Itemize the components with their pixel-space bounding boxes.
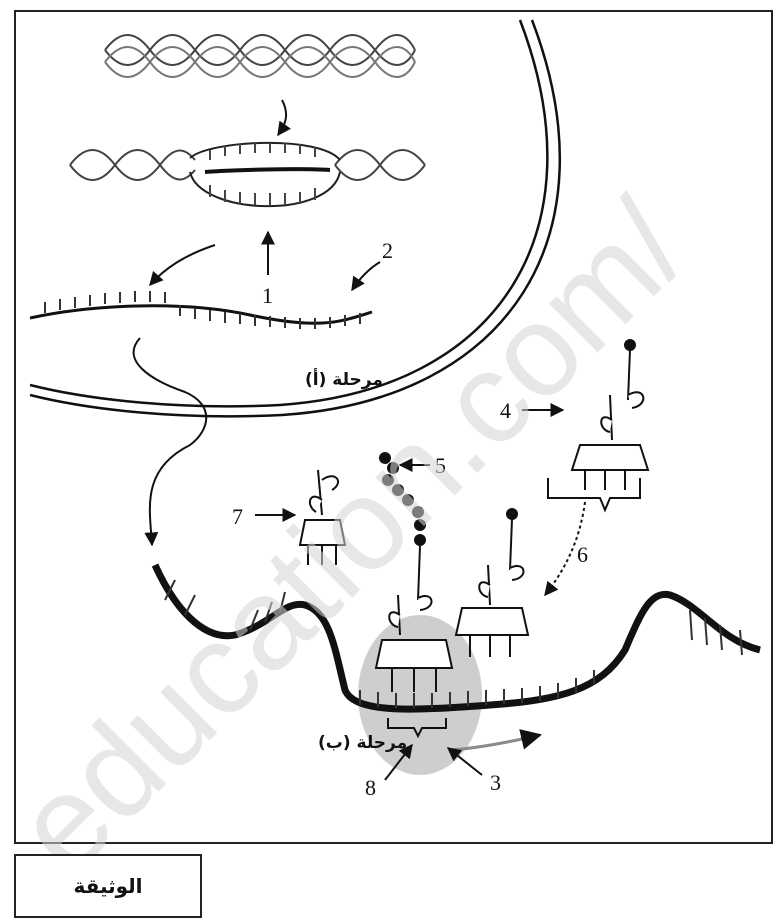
bracket-6 xyxy=(548,478,640,510)
mrna-strand-nucleus xyxy=(30,306,372,324)
arrow-to-mrna xyxy=(150,245,215,285)
dna-transcription-bubble xyxy=(70,143,425,206)
protein-synthesis-diagram: 1 2 مرحلة (أ) 7 xyxy=(0,0,773,850)
stage-b-label: مرحلة (ب) xyxy=(318,733,407,753)
dna-double-helix xyxy=(105,35,415,77)
trna-entering xyxy=(456,509,528,657)
arrow-label-2 xyxy=(352,262,380,290)
label-5: 5 xyxy=(435,453,446,478)
document-caption-box: الوثيقة xyxy=(14,854,202,918)
document-caption: الوثيقة xyxy=(73,874,142,898)
label-2: 2 xyxy=(382,238,393,263)
trna-charged-4 xyxy=(572,340,648,490)
bubble-bases xyxy=(210,143,315,205)
polypeptide-chain xyxy=(379,452,426,546)
label-8: 8 xyxy=(365,775,376,800)
label-3: 3 xyxy=(490,770,501,795)
mrna-export-path xyxy=(134,338,207,545)
label-1: 1 xyxy=(262,283,273,308)
label-7: 7 xyxy=(232,504,243,529)
stage-a-label: مرحلة (أ) xyxy=(305,368,383,390)
label-6: 6 xyxy=(577,542,588,567)
arrow-dna-to-open xyxy=(278,100,286,135)
label-4: 4 xyxy=(500,398,511,423)
nuclear-envelope xyxy=(30,20,560,416)
trna-free-7 xyxy=(300,470,345,565)
